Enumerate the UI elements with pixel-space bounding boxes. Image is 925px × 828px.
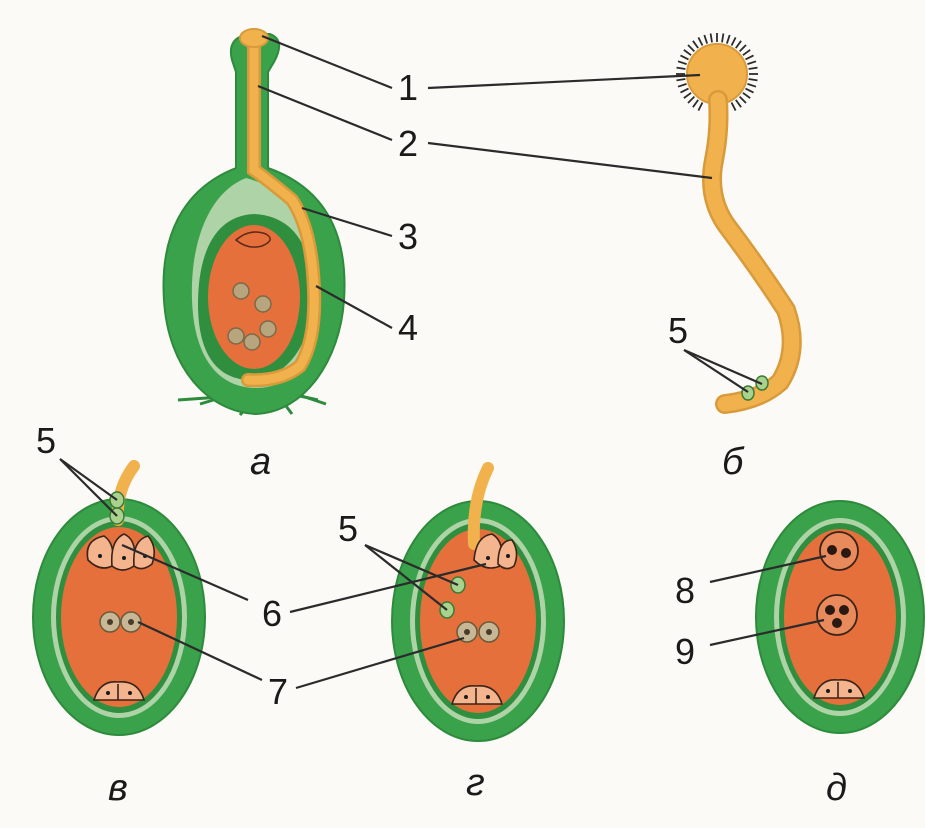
antipodals-v: [92, 681, 146, 701]
egg-apparatus-v: [86, 533, 156, 571]
pollen-spine: [738, 95, 747, 104]
pollen-spine: [709, 33, 713, 43]
egg-apparatus-g: [473, 533, 518, 570]
label-6: 6: [262, 593, 282, 634]
pollen-spine: [676, 66, 686, 70]
caption-g: г: [466, 762, 485, 804]
pollen-figure-b: [676, 33, 802, 414]
label-5-g: 5: [338, 508, 358, 549]
ovule-figure-g: [391, 462, 565, 742]
embryo-sac-a-cells: [227, 282, 277, 351]
pollen-tube-b: [704, 92, 800, 412]
number-labels: 1 2 3 4 5 5 5 6 7 8 9: [36, 67, 695, 712]
pollen-grain-a: [239, 28, 269, 48]
label-1: 1: [398, 67, 418, 108]
label-5-b: 5: [668, 310, 688, 351]
pollen-spine: [687, 44, 696, 53]
pollen-spine: [680, 54, 689, 61]
pollen-spine: [721, 33, 725, 43]
pollen-spine: [742, 92, 751, 99]
polar-nucleus: [232, 282, 250, 300]
label-8: 8: [675, 570, 695, 611]
caption-d: д: [826, 767, 847, 809]
label-3: 3: [398, 216, 418, 257]
pollen-spine: [680, 87, 689, 94]
pollen-tube-g: [467, 462, 494, 550]
pollen-spine: [683, 49, 692, 56]
caption-a: а: [250, 441, 271, 483]
pollen-spine: [730, 37, 737, 46]
pollen-spine: [692, 99, 699, 108]
pollen-spine: [703, 34, 708, 44]
pollen-spine: [726, 34, 731, 44]
pollen-spine: [687, 95, 696, 104]
pollen-spines: [676, 33, 758, 111]
antipodal-cell: [259, 320, 277, 338]
label-7: 7: [268, 671, 288, 712]
egg-apparatus-a: [234, 231, 271, 248]
pollen-spine: [677, 60, 687, 65]
pollen-spine: [697, 37, 704, 46]
pollen-spine: [745, 54, 754, 61]
polar-nucleus: [254, 295, 272, 313]
pollen-spine: [748, 66, 758, 70]
label-9: 9: [675, 631, 695, 672]
ovule-figure-v: [32, 460, 206, 736]
antipodal-cell: [227, 327, 245, 345]
pollen-spine: [748, 78, 758, 82]
pollen-spine: [738, 44, 747, 53]
pollen-spine: [683, 92, 692, 99]
ovule-figure-d: [755, 500, 925, 734]
figure-captions: а б в г д: [108, 441, 847, 809]
pollen-spine: [742, 49, 751, 56]
antipodals-d: [812, 679, 866, 699]
pollen-spine: [697, 102, 704, 111]
pollen-tube-a-inner: [243, 37, 319, 385]
pollen-spine: [676, 78, 686, 82]
pollen-spine: [747, 60, 757, 65]
central-cell-triploid: [816, 594, 858, 636]
label-2: 2: [398, 123, 418, 164]
pollen-spine: [677, 83, 687, 88]
pollen-spine: [747, 83, 757, 88]
pollen-spine: [735, 99, 742, 108]
label-4: 4: [398, 307, 418, 348]
pollen-spine: [730, 102, 737, 111]
label-5-v: 5: [36, 420, 56, 461]
antipodal-cell: [243, 333, 261, 351]
embryo-sac-g: [420, 529, 536, 713]
leader-lines: [59, 34, 827, 690]
zygote: [819, 531, 859, 571]
pistil-figure-a: [162, 28, 346, 416]
pollen-spine: [735, 40, 742, 49]
antipodals-g: [450, 685, 504, 705]
pollen-spine: [745, 87, 754, 94]
pollen-spine: [692, 40, 699, 49]
caption-v: в: [108, 767, 128, 809]
caption-b: б: [722, 441, 745, 483]
